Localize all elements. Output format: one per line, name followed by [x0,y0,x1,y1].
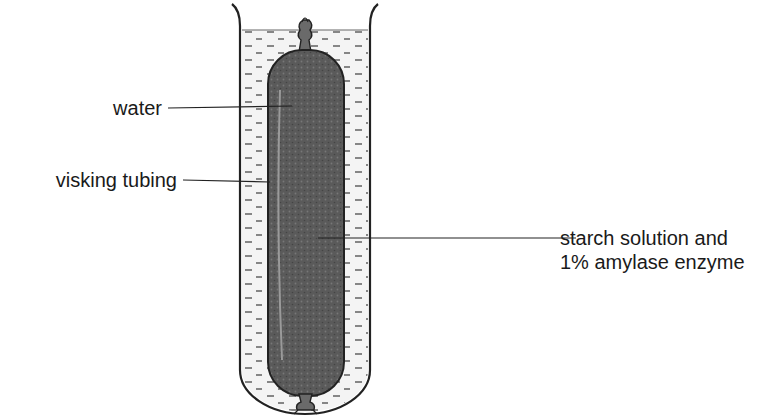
tubing-knot [298,20,312,52]
leader-line [318,237,576,238]
tubing-knot-end [294,410,317,414]
water-dashes [240,30,370,420]
leader-line [183,180,270,182]
bag-highlight [278,90,282,360]
part-label: water [113,96,162,120]
tubing-knot [297,394,315,410]
visking-tubing-bag [268,50,344,396]
part-label: visking tubing [56,168,177,192]
leader-line [168,106,292,108]
test-tube-wall [232,4,378,414]
part-label: starch solution and 1% amylase enzyme [560,226,752,274]
tubing-knot-end [302,18,308,22]
